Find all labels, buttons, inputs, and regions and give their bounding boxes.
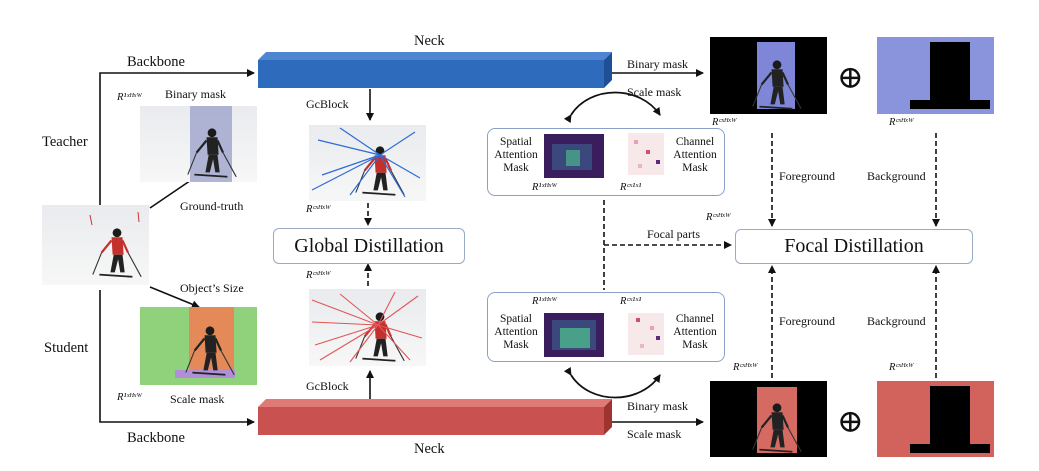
channel-attention-heatmap-top bbox=[628, 133, 664, 175]
spatial-attention-heatmap-bottom bbox=[544, 313, 604, 357]
rchw-global-top: Rᶜˣᴴˣᵂ bbox=[306, 204, 331, 215]
foreground-bottom-label: Foreground bbox=[779, 314, 835, 328]
oplus-bottom: ⊕ bbox=[837, 403, 864, 439]
foreground-student-image bbox=[710, 381, 827, 457]
background-bottom-label: Background bbox=[867, 314, 926, 328]
spatial-attention-label-top: Spatial Attention Mask bbox=[494, 136, 538, 175]
focal-parts-label: Focal parts bbox=[647, 227, 700, 241]
scale-mask-top-label: Scale mask bbox=[627, 85, 682, 99]
attention-box-bottom bbox=[487, 292, 725, 362]
rchw-focal: Rᶜˣᴴˣᵂ bbox=[706, 212, 731, 223]
gcblock-label-top: GcBlock bbox=[306, 97, 349, 111]
neck-label-top: Neck bbox=[414, 33, 445, 49]
gcblock-label-bottom: GcBlock bbox=[306, 379, 349, 393]
rchw-fg-bottom: Rᶜˣᴴˣᵂ bbox=[733, 362, 758, 373]
scale-mask-left-label: Scale mask bbox=[170, 392, 225, 406]
neck-bar-student bbox=[258, 399, 612, 435]
r1hw-teacher: R¹ˣᴴˣᵂ bbox=[117, 92, 143, 103]
ground-truth-label: Ground-truth bbox=[180, 199, 244, 213]
foreground-top-label: Foreground bbox=[779, 169, 835, 183]
neck-label-bottom: Neck bbox=[414, 441, 445, 457]
backbone-label-top: Backbone bbox=[127, 54, 185, 70]
r1hw-att-top: R¹ˣᴴˣᵂ bbox=[532, 182, 558, 193]
rc11-att-bottom: Rᶜˣ¹ˣ¹ bbox=[620, 296, 642, 307]
oplus-top: ⊕ bbox=[837, 59, 864, 95]
background-student-image bbox=[877, 381, 994, 457]
attention-curve-top bbox=[563, 91, 661, 124]
global-distillation-box: Global Distillation bbox=[273, 228, 465, 264]
attention-curve-bottom bbox=[563, 366, 661, 399]
rc11-att-top: Rᶜˣ¹ˣ¹ bbox=[620, 182, 642, 193]
binary-mask-top-label: Binary mask bbox=[627, 57, 688, 71]
student-scale-mask-image bbox=[140, 307, 257, 385]
objects-size-label: Object’s Size bbox=[180, 281, 244, 295]
backbone-label-bottom: Backbone bbox=[127, 430, 185, 446]
channel-attention-heatmap-bottom bbox=[628, 313, 664, 355]
teacher-label: Teacher bbox=[42, 134, 88, 150]
gcblock-teacher-image bbox=[309, 125, 426, 201]
spatial-attention-heatmap-top bbox=[544, 134, 604, 178]
rchw-global-bottom: Rᶜˣᴴˣᵂ bbox=[306, 270, 331, 281]
backbone-arrow-top bbox=[99, 69, 255, 205]
rchw-bg-top: Rᶜˣᴴˣᵂ bbox=[889, 117, 914, 128]
rchw-fg-top: Rᶜˣᴴˣᵂ bbox=[712, 117, 737, 128]
channel-attention-label-top: Channel Attention Mask bbox=[673, 136, 717, 175]
neck-bar-teacher bbox=[258, 52, 612, 88]
teacher-binary-mask-image bbox=[140, 106, 257, 182]
input-image bbox=[42, 205, 149, 285]
channel-attention-label-bottom: Channel Attention Mask bbox=[673, 313, 717, 352]
background-teacher-image bbox=[877, 37, 994, 114]
student-label: Student bbox=[44, 340, 89, 356]
r1hw-student: R¹ˣᴴˣᵂ bbox=[117, 392, 143, 403]
r1hw-att-bottom: R¹ˣᴴˣᵂ bbox=[532, 296, 558, 307]
spatial-attention-label-bottom: Spatial Attention Mask bbox=[494, 313, 538, 352]
binary-mask-bottom-label: Binary mask bbox=[627, 399, 688, 413]
binary-mask-left-label: Binary mask bbox=[165, 87, 226, 101]
gcblock-student-image bbox=[309, 289, 426, 366]
objects-size-arrow bbox=[149, 286, 200, 309]
backbone-arrow-bottom bbox=[99, 290, 255, 426]
foreground-teacher-image bbox=[710, 37, 827, 114]
attention-box-top bbox=[487, 128, 725, 196]
scale-mask-bottom-label: Scale mask bbox=[627, 427, 682, 441]
focal-distillation-box: Focal Distillation bbox=[735, 229, 973, 264]
background-top-label: Background bbox=[867, 169, 926, 183]
rchw-bg-bottom: Rᶜˣᴴˣᵂ bbox=[889, 362, 914, 373]
